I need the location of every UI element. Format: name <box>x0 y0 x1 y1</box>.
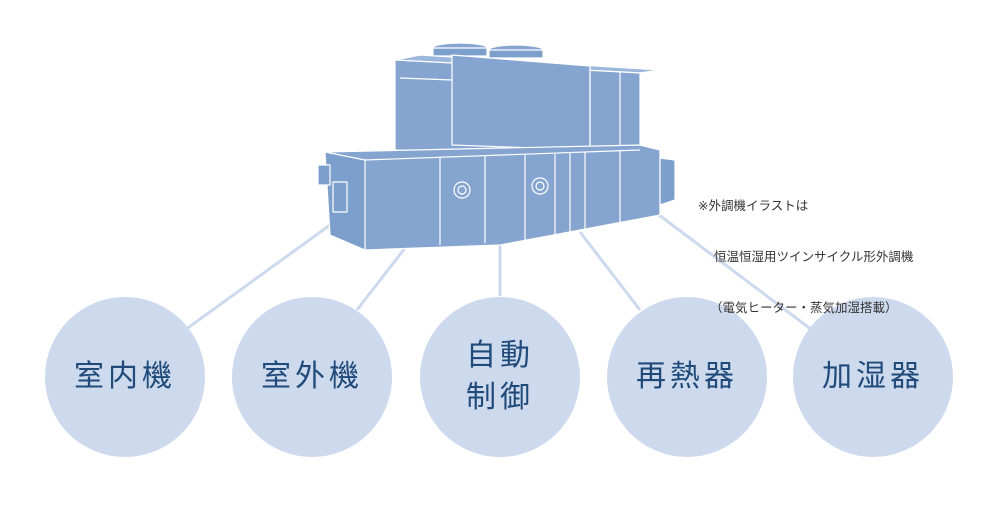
label-auto-control-line-2: 制御 <box>466 380 534 415</box>
circle-auto-control <box>420 297 580 457</box>
connector-humidifier <box>654 210 813 332</box>
component-circles <box>45 297 953 457</box>
note-line-3: （電気ヒーター・蒸気加湿搭載） <box>710 300 898 315</box>
circle-reheater <box>607 297 767 457</box>
circle-indoor-unit <box>45 297 205 457</box>
circle-outdoor-unit <box>232 297 392 457</box>
label-outdoor-unit: 室外機 <box>261 359 363 394</box>
circle-humidifier <box>793 297 953 457</box>
label-humidifier: 加湿器 <box>822 359 924 394</box>
connector-outdoor-unit <box>355 247 407 311</box>
air-handling-unit-illustration <box>317 42 676 251</box>
label-auto-control-line-1: 自動 <box>466 338 534 373</box>
connector-lines <box>184 210 813 332</box>
label-indoor-unit: 室内機 <box>74 359 176 394</box>
label-reheater: 再熱器 <box>636 359 738 394</box>
note-line-2: 恒温恒湿用ツインサイクル形外調機 <box>714 249 914 264</box>
connector-indoor-unit <box>184 223 331 332</box>
connector-reheater <box>578 231 642 311</box>
illustration-note: ※外調機イラストは 恒温恒湿用ツインサイクル形外調機 （電気ヒーター・蒸気加湿搭… <box>698 163 913 333</box>
note-line-1: ※外調機イラストは <box>698 198 809 213</box>
label-auto-control: 自動 制御 <box>420 297 580 457</box>
